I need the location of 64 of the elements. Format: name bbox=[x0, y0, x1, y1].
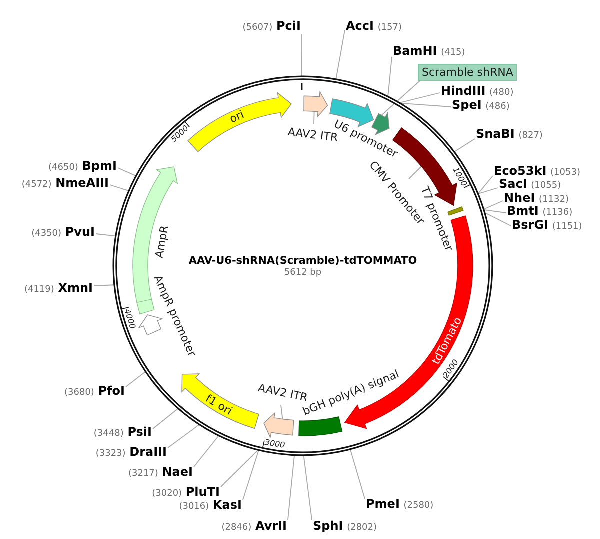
leader-line bbox=[194, 436, 220, 468]
leader-line bbox=[400, 103, 452, 108]
restriction-site-label: HindIII (480) bbox=[441, 84, 514, 100]
restriction-site-label: BmtI (1136) bbox=[507, 204, 573, 220]
leader-line bbox=[478, 188, 498, 194]
leader-line bbox=[484, 200, 504, 210]
restriction-site-label: (3016) KasI bbox=[179, 498, 242, 514]
restriction-site-label: SphI (2802) bbox=[313, 519, 378, 535]
leader-line bbox=[408, 166, 422, 180]
leader-line bbox=[118, 168, 136, 176]
restriction-site-label: (3217) NaeI bbox=[128, 465, 193, 481]
feature-label: f1 ori bbox=[203, 392, 235, 418]
restriction-site-label: NheI (1132) bbox=[504, 191, 569, 207]
restriction-site-label: (3680) PfoI bbox=[64, 384, 125, 400]
restriction-site-label: AccI (157) bbox=[346, 19, 402, 35]
leader-line bbox=[126, 372, 146, 388]
leader-line bbox=[400, 92, 440, 104]
restriction-site-label: Eco53kI (1053) bbox=[494, 164, 580, 180]
leader-line bbox=[484, 210, 506, 214]
plasmid-length: 5612 bp bbox=[284, 268, 322, 279]
leader-line bbox=[242, 450, 260, 500]
plasmid-name: AAV-U6-shRNA(Scramble)-tdTOMMATO bbox=[188, 255, 418, 268]
feature-segment bbox=[262, 412, 295, 439]
restriction-site-label: (4650) BpmI bbox=[48, 159, 117, 175]
feature-segment bbox=[138, 314, 164, 336]
feature-tag: Scramble shRNA bbox=[418, 64, 518, 81]
leader-line bbox=[168, 424, 200, 448]
restriction-site-label: SnaBI (827) bbox=[476, 127, 543, 143]
restriction-site-label: (4119) XmnI bbox=[24, 281, 93, 297]
leader-line bbox=[388, 56, 392, 97]
restriction-site-label: (3020) PluTI bbox=[152, 485, 220, 501]
restriction-site-label: (3323) DraIII bbox=[96, 445, 167, 461]
leader-line bbox=[94, 284, 114, 286]
restriction-site-label: (2846) AvrII bbox=[222, 519, 287, 535]
scale-number: 4000 bbox=[123, 308, 138, 330]
restriction-site-label: (4350) PvuI bbox=[32, 225, 95, 241]
restriction-site-label: SpeI (486) bbox=[452, 98, 510, 114]
restriction-site-label: PmeI (2580) bbox=[366, 497, 434, 513]
leader-line bbox=[381, 80, 420, 116]
feature-label: AmpR bbox=[152, 224, 172, 260]
feature-segment bbox=[303, 90, 329, 118]
restriction-site-label: (4572) NmeAIII bbox=[22, 176, 109, 192]
leader-line bbox=[96, 234, 116, 237]
feature-label: ori bbox=[228, 108, 246, 126]
leader-line bbox=[485, 212, 512, 226]
leader-line bbox=[314, 110, 315, 124]
feature-bar bbox=[298, 416, 343, 437]
leader-line bbox=[336, 30, 346, 80]
leader-line bbox=[303, 456, 312, 520]
leader-line bbox=[110, 184, 129, 192]
restriction-site-label: (3448) PsiI bbox=[94, 425, 152, 441]
leader-line bbox=[220, 450, 258, 488]
leader-line bbox=[152, 408, 178, 430]
restriction-site-label: (5607) PciI bbox=[242, 19, 301, 35]
restriction-site-label: BamHI (415) bbox=[393, 44, 466, 60]
restriction-site-label: BsrGI (1151) bbox=[512, 218, 582, 234]
leader-line bbox=[350, 450, 366, 500]
scale-number: 3000 bbox=[264, 438, 286, 450]
leader-line bbox=[478, 176, 494, 194]
leader-line bbox=[454, 138, 476, 152]
leader-line bbox=[280, 404, 284, 420]
feature-label: AAV2 ITR bbox=[257, 381, 309, 405]
leader-line bbox=[288, 455, 295, 520]
restriction-site-label: SacI (1055) bbox=[499, 177, 562, 193]
